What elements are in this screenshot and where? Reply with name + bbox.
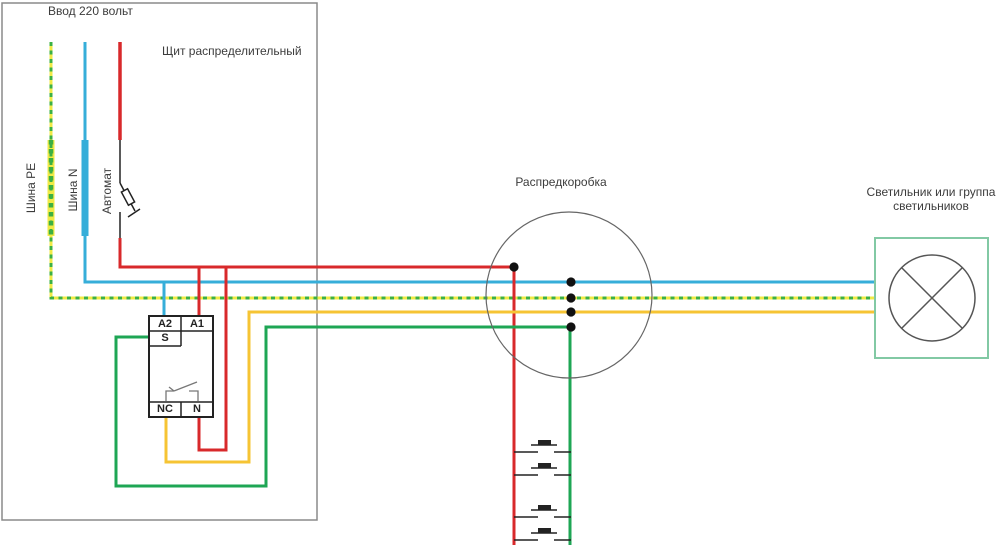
pe-wire	[47, 42, 875, 300]
relay-terminal-a1: A1	[189, 318, 205, 330]
junction-dot-lamp	[566, 307, 576, 317]
panel-label: Щит распределительный	[162, 44, 302, 58]
input-voltage-label: Ввод 220 вольт	[48, 4, 133, 18]
neutral-wire	[81, 42, 875, 317]
push-button-1	[514, 440, 571, 453]
junction-dot-neutral	[566, 277, 576, 287]
junction-box-label: Распредкоробка	[515, 175, 607, 189]
junction-box-circle	[485, 211, 653, 379]
relay-terminal-nc: NC	[157, 403, 173, 415]
junction-dots	[509, 262, 576, 332]
lamp-icon	[888, 254, 976, 342]
breaker-symbol	[119, 140, 141, 238]
push-button-2	[514, 463, 571, 476]
relay-contact-symbol	[165, 381, 199, 401]
push-button-4	[514, 528, 571, 541]
junction-dot-control	[566, 322, 576, 332]
push-buttons	[514, 440, 571, 541]
lamp-feed-wire	[164, 310, 875, 464]
junction-dot-live	[509, 262, 519, 272]
n-bus-label: Шина N	[66, 168, 80, 212]
live-wire	[118, 42, 516, 545]
relay-terminal-a2: A2	[157, 318, 173, 330]
relay-terminal-n: N	[193, 403, 201, 415]
lamp-box	[874, 237, 989, 359]
pe-bus-label: Шина PE	[24, 162, 38, 214]
relay-n-loop	[197, 267, 228, 452]
lamp-label-line1: Светильник или группа	[866, 185, 996, 199]
relay-terminal-s: S	[161, 332, 169, 344]
lamp-label: Светильник или группа светильников	[856, 185, 1000, 213]
junction-dot-pe	[566, 293, 576, 303]
relay-box	[148, 315, 214, 418]
lamp-symbol	[874, 237, 989, 359]
distribution-panel-box	[1, 2, 318, 521]
lamp-label-line2: светильников	[893, 199, 969, 213]
breaker-label: Автомат	[100, 167, 114, 215]
push-button-3	[514, 505, 571, 518]
